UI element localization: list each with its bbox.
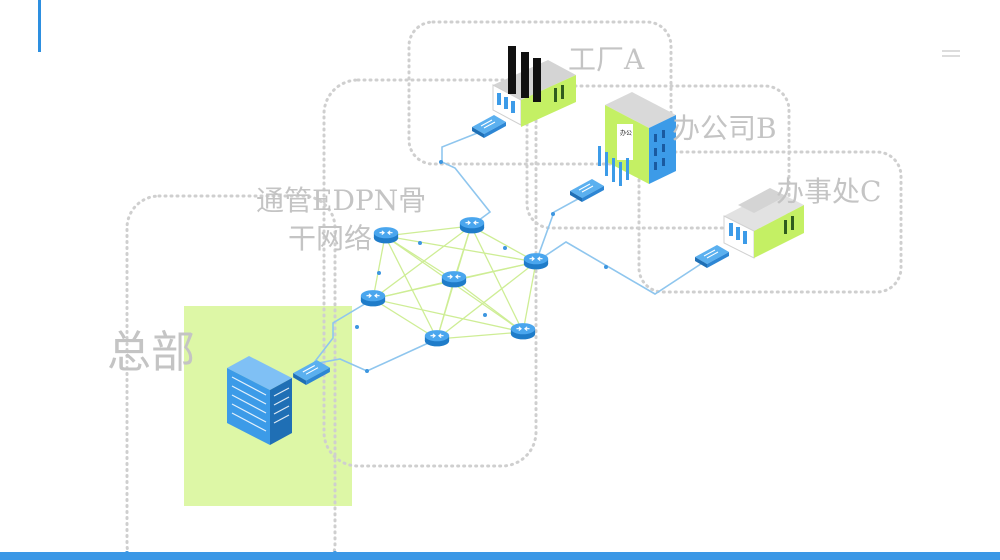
office-c-label: 办事处C — [776, 175, 882, 208]
office-building-icon: 办公 — [598, 92, 676, 186]
router-icon — [441, 270, 467, 288]
zone-backbone — [322, 78, 538, 468]
branch-b-label: 办公司B — [672, 112, 777, 145]
router-icon — [424, 329, 450, 347]
backbone-label-line1: 通管EDPN骨 — [256, 184, 427, 217]
zone-branch-b — [525, 84, 791, 230]
router-icon — [360, 289, 386, 307]
factory-a-label: 工厂A — [568, 43, 645, 76]
branch-sign-text: 办公 — [620, 129, 632, 137]
zone-factory-a — [407, 20, 673, 166]
menu-icon[interactable] — [942, 50, 960, 60]
router-icon — [373, 226, 399, 244]
factory-icon — [492, 46, 576, 127]
headquarters-label: 总部 — [107, 327, 195, 378]
zone-headquarters — [125, 194, 337, 560]
zone-office-c — [637, 150, 903, 294]
network-gateway-icon — [570, 178, 604, 202]
bottom-bar — [0, 552, 1000, 560]
router-icon — [523, 252, 549, 270]
office-tower-icon — [227, 356, 292, 445]
network-gateway-icon — [472, 114, 506, 138]
accent-bar — [38, 0, 41, 52]
backbone-label-line2: 干网络 — [288, 222, 373, 255]
router-icon — [510, 322, 536, 340]
router-icon — [459, 216, 485, 234]
small-office-icon — [723, 188, 804, 259]
